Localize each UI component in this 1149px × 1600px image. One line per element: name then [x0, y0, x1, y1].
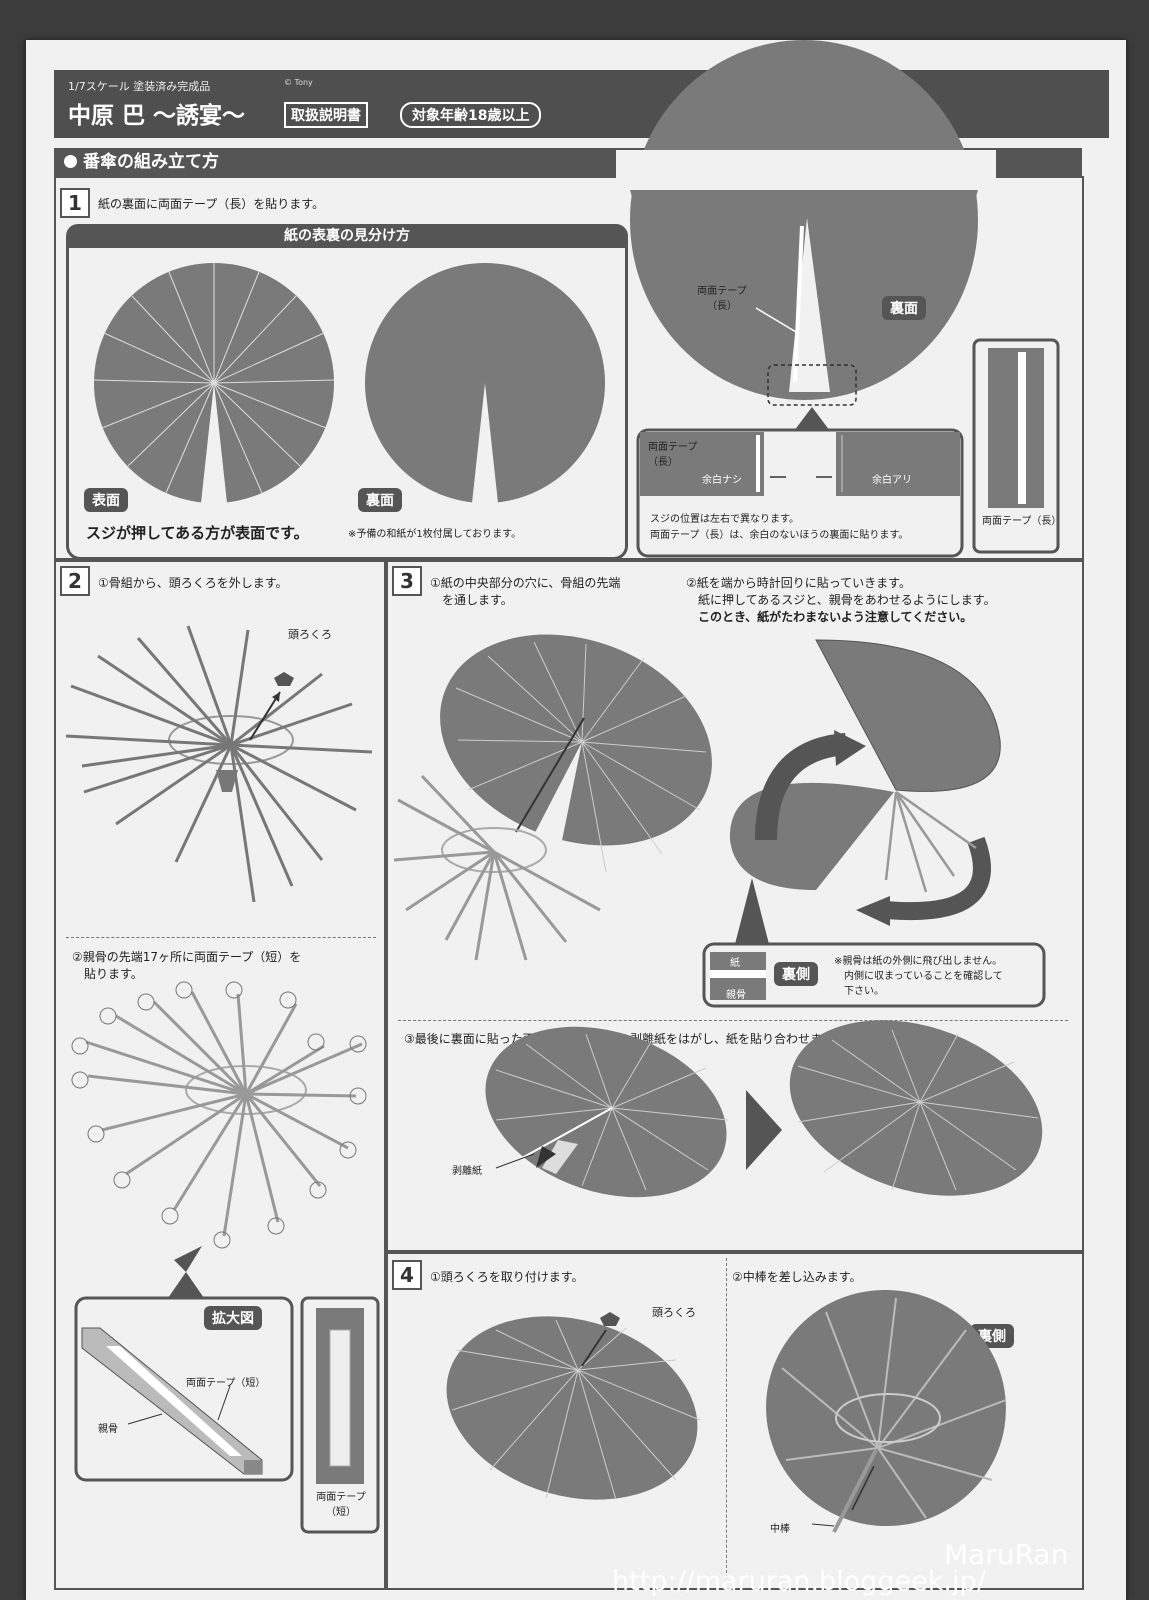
instruction-sheet: 1/7スケール 塗装済み完成品 © Tony 中原 巴 〜誘宴〜 取扱説明書 対…: [26, 40, 1126, 1600]
shaft-insert-illustration: [747, 1271, 1024, 1545]
step4-illustrations: [26, 40, 1126, 1600]
watermark-url: http://maruran.bloggeek.jp/: [612, 1566, 986, 1597]
head-attach-illustration: [425, 1288, 720, 1528]
